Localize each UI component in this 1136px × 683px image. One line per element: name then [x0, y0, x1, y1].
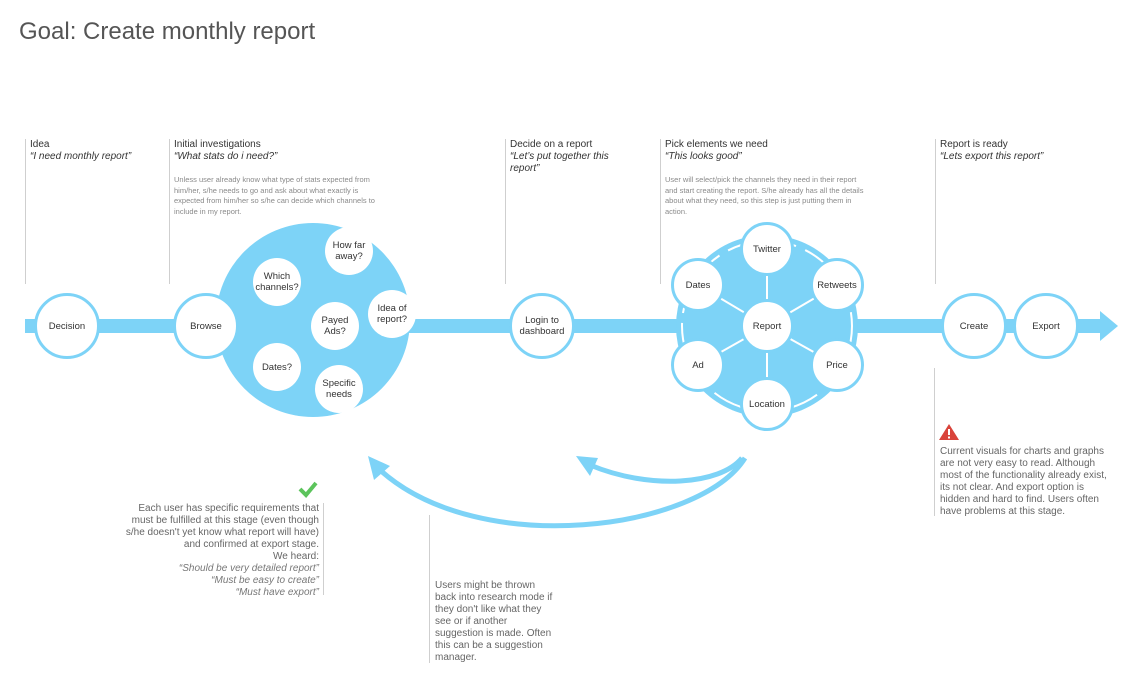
positive-note-quote: “Must be easy to create”	[211, 575, 319, 586]
stage-divider	[505, 139, 506, 284]
stage-divider	[935, 139, 936, 284]
create-node[interactable]: Create	[941, 293, 1007, 359]
research-payed-ads: Payed Ads?	[311, 302, 359, 350]
stage-idea: Idea “I need monthly report”	[30, 139, 160, 163]
browse-node[interactable]: Browse	[173, 293, 239, 359]
decision-node[interactable]: Decision	[34, 293, 100, 359]
loop-arrow-long	[378, 456, 748, 529]
stage-label: Decide on a report	[510, 139, 593, 150]
stage-label: Idea	[30, 139, 50, 150]
stage-quote: “I need monthly report”	[30, 151, 132, 162]
research-which-channels: Which channels?	[253, 258, 301, 306]
element-ad[interactable]: Ad	[671, 338, 725, 392]
loop-arrow-long-head	[368, 456, 390, 480]
page-title: Goal: Create monthly report	[19, 18, 316, 45]
stage-divider	[169, 139, 170, 284]
flow-arrowhead	[1100, 311, 1118, 341]
positive-note-quote: “Must have export”	[235, 587, 319, 598]
element-dates[interactable]: Dates	[671, 258, 725, 312]
stage-description: User will select/pick the channels they …	[665, 175, 864, 216]
stage-label: Initial investigations	[174, 139, 261, 150]
research-dates: Dates?	[253, 343, 301, 391]
login-node[interactable]: Login to dashboard	[509, 293, 575, 359]
element-location[interactable]: Location	[740, 377, 794, 431]
warning-note: Current visuals for charts and graphs ar…	[940, 446, 1107, 517]
positive-note-heard: We heard:	[273, 551, 319, 562]
positive-note: Each user has specific requirements that…	[120, 503, 319, 599]
stage-quote: “Lets export this report”	[940, 151, 1044, 162]
stage-quote: “Let’s put together this report”	[510, 151, 609, 174]
stage-label: Pick elements we need	[665, 139, 768, 150]
stage-initial-investigations: Initial investigations “What stats do i …	[174, 139, 389, 163]
stage-quote: “This looks good”	[665, 151, 742, 162]
stage-decide-report: Decide on a report “Let’s put together t…	[510, 139, 630, 175]
stage-quote: “What stats do i need?”	[174, 151, 278, 162]
element-report[interactable]: Report	[740, 299, 794, 353]
research-specific-needs: Specific needs	[315, 365, 363, 413]
warning-icon	[939, 424, 959, 440]
positive-note-text: Each user has specific requirements that…	[125, 503, 319, 550]
loop-note: Users might be thrown back into research…	[435, 580, 553, 663]
note-divider	[934, 368, 935, 516]
loop-arrow-short-head	[576, 456, 598, 476]
element-twitter[interactable]: Twitter	[740, 222, 794, 276]
stage-description: Unless user already know what type of st…	[174, 175, 375, 216]
positive-note-quote: “Should be very detailed report”	[178, 563, 319, 574]
research-how-far: How far away?	[325, 227, 373, 275]
stage-divider	[660, 139, 661, 284]
loop-arrow-short	[589, 456, 744, 484]
stage-divider	[25, 139, 26, 284]
stage-pick-elements: Pick elements we need “This looks good”	[665, 139, 870, 163]
note-divider	[323, 503, 324, 595]
stage-report-ready: Report is ready “Lets export this report…	[940, 139, 1080, 163]
element-retweets[interactable]: Retweets	[810, 258, 864, 312]
checkmark-icon	[298, 481, 318, 498]
element-price[interactable]: Price	[810, 338, 864, 392]
export-node[interactable]: Export	[1013, 293, 1079, 359]
research-idea-of-report: Idea of report?	[368, 290, 416, 338]
stage-label: Report is ready	[940, 139, 1008, 150]
note-divider	[429, 515, 430, 663]
